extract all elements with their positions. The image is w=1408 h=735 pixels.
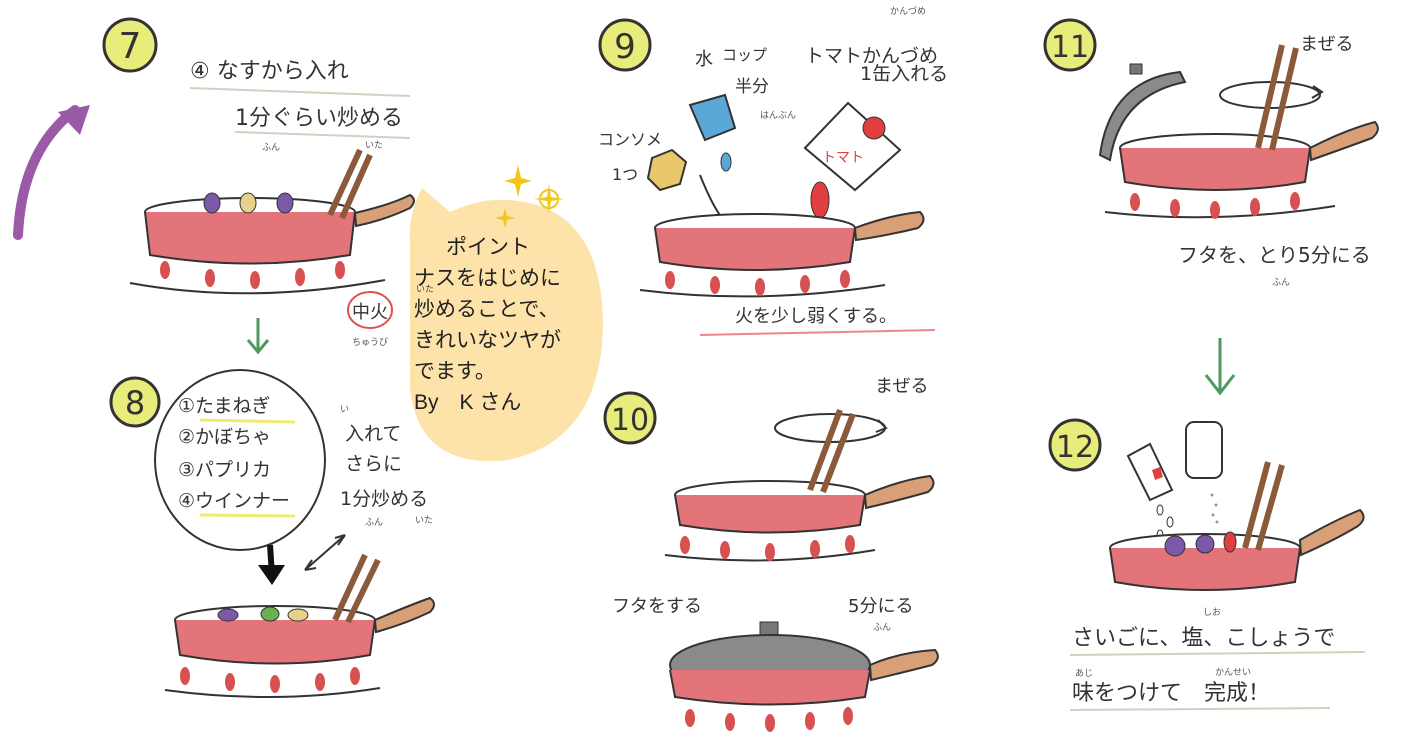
step-11-mix: まぜる	[1300, 34, 1353, 55]
step-7-number: 7	[119, 26, 142, 67]
step-9-tomato-ruby: かんづめ	[890, 6, 926, 17]
step-8-ruby-fun: ふん	[365, 517, 383, 528]
step-9-pan	[639, 210, 925, 298]
step-9-tomato-1: トマトかんづめ	[805, 45, 938, 67]
step-7-ruby-ita: いた	[365, 140, 383, 151]
step-8-ing-2: ②かぼちゃ	[178, 426, 271, 448]
step-9-water-ruby: はんぶん	[760, 110, 796, 121]
tip-line-1: ナスをはじめに	[414, 267, 561, 290]
tip-line-2: 炒めることで、	[414, 298, 560, 321]
step-8-number-circle	[109, 376, 161, 428]
tip-line-4: でます。	[414, 360, 496, 383]
tip-bubble	[409, 165, 603, 462]
step-8-ingredient-oval	[154, 369, 326, 551]
step-8-line-2: さらに	[345, 453, 402, 475]
step-9-water-half: 半分	[735, 77, 769, 97]
step-9-number: 9	[614, 27, 636, 67]
step-8-ing-4: ④ウインナー	[178, 490, 290, 512]
step-12-line-1: さいごに、塩、こしょうで	[1072, 626, 1335, 651]
step-8-number: 8	[125, 384, 145, 422]
step-9-tomato-2: 1缶入れる	[860, 63, 948, 85]
step-8: 8 ①たまねぎ ②かぼちゃ ③パプリカ ④ウインナー 入れて さらに 1分炒める…	[109, 369, 435, 699]
step-7-line-1: ④ なすから入れ	[190, 59, 349, 84]
tip-line-2-wrap: いた 炒めることで、	[414, 285, 614, 325]
step-7-number-circle	[102, 17, 158, 73]
tip-signature: By K さん	[414, 391, 522, 414]
step-7: 7 ④ なすから入れ 1分ぐらい炒める ふん いた 中火 ちゅうび	[102, 17, 415, 348]
water-cup	[688, 93, 737, 142]
step-10-ruby: ふん	[873, 622, 891, 633]
step-11-ruby: ふん	[1272, 277, 1290, 288]
step-9-heat: 火を少し弱くする。	[735, 306, 897, 327]
step-10-time: 5分にる	[848, 596, 913, 617]
step-12-ruby-shio: しお	[1203, 607, 1221, 618]
step-9-water-cup: コップ	[722, 46, 767, 64]
step-8-ruby-i: い	[340, 405, 349, 415]
step-9-can-label: トマト	[822, 150, 864, 166]
tip-title: ポイント	[446, 236, 530, 259]
step-9-konsome-count: 1つ	[612, 165, 638, 184]
step-11-number: 11	[1051, 30, 1089, 65]
pepper-shaker	[1185, 421, 1223, 479]
step-10-number-circle	[603, 391, 657, 445]
step-10-pan	[664, 408, 935, 562]
step-7-line-2: 1分ぐらい炒める	[235, 106, 403, 131]
step-8-line-1: 入れて	[345, 423, 401, 445]
step-11-pan	[1104, 44, 1379, 219]
step-11-text: フタを、とり5分にる	[1178, 243, 1371, 267]
step-12-number-circle	[1048, 418, 1102, 472]
sparkle-icon	[495, 165, 564, 228]
konsome-cube	[646, 148, 688, 192]
step-7-ruby-fun: ふん	[262, 142, 280, 153]
step-7-pan	[129, 148, 415, 295]
step-12: 12 さいごに、塩、こしょうで 味をつけて 完成！ しお あじ かんせい	[1048, 418, 1366, 711]
step-11: 11 まぜる フタを、とり5分にる ふん	[1043, 18, 1379, 396]
step-9-number-circle	[598, 18, 652, 72]
step-10-lidded-pan	[669, 621, 939, 732]
step-12-number: 12	[1056, 430, 1094, 465]
salt-shaker	[1126, 442, 1174, 502]
step-8-ing-3: ③パプリカ	[178, 459, 271, 481]
step-11-number-circle	[1043, 18, 1097, 72]
step-7-fire-ruby: ちゅうび	[352, 337, 388, 348]
step-12-ruby-kansei: かんせい	[1215, 667, 1251, 678]
tip-line-3: きれいなツヤが	[414, 329, 561, 352]
step-12-pan	[1109, 461, 1365, 591]
step-9-konsome: コンソメ	[598, 130, 662, 149]
step-9-water: 水	[695, 49, 713, 70]
tip-bubble-text: ポイント ナスをはじめに いた 炒めることで、 きれいなツヤが でます。 By …	[414, 232, 614, 418]
step-7-fire: 中火	[352, 302, 388, 323]
purple-arrow-head	[58, 105, 90, 135]
step-12-line-2: 味をつけて 完成！	[1072, 681, 1270, 706]
step-12-ruby-aji: あじ	[1075, 668, 1093, 679]
step-9: 9 コンソメ 1つ 水 コップ 半分 はんぶん トマトかんづめ 1缶入れる かん…	[598, 6, 948, 336]
step-10-mix: まぜる	[875, 376, 928, 397]
step-8-ing-1: ①たまねぎ	[178, 395, 270, 417]
step-10-number: 10	[611, 403, 649, 438]
step-8-pan	[164, 553, 435, 699]
tip-ruby: いた	[416, 284, 435, 294]
step-10: 10 まぜる フタをする 5分にる ふん	[603, 376, 939, 732]
tomato-can: トマト	[803, 101, 902, 192]
lid	[1098, 70, 1187, 162]
step-10-lid: フタをする	[612, 596, 702, 617]
step-8-ruby-ita: いた	[415, 515, 433, 526]
purple-arrow	[13, 105, 80, 240]
step-8-line-3: 1分炒める	[340, 488, 428, 510]
